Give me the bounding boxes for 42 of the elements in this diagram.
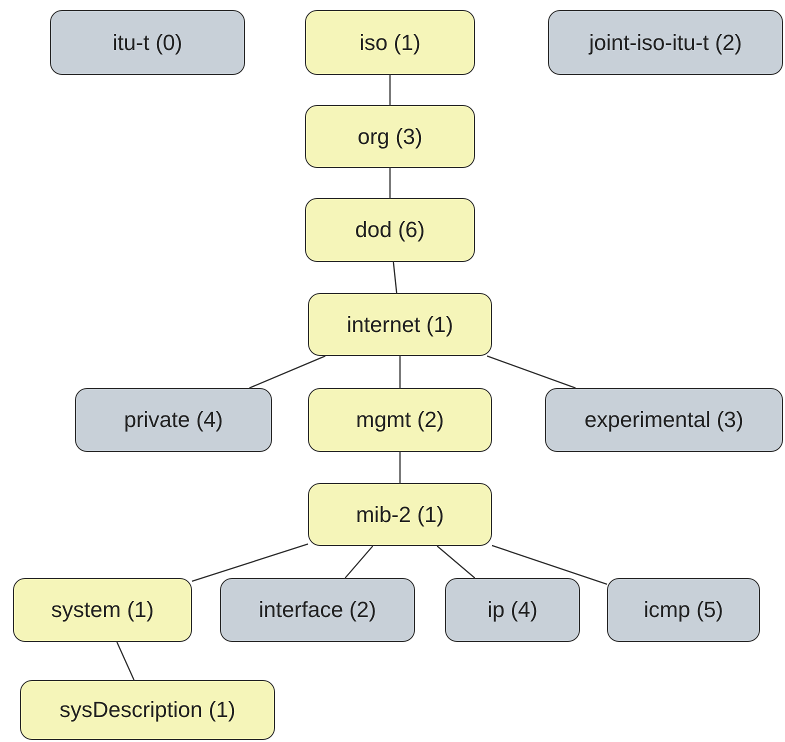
connector-line: [389, 75, 391, 105]
node-label: internet (1): [346, 312, 454, 338]
node-label: experimental (3): [584, 407, 744, 433]
node-label: joint-iso-itu-t (2): [589, 30, 742, 56]
node-label: icmp (5): [644, 597, 724, 623]
connector-line: [389, 168, 391, 198]
tree-node-box: [548, 10, 783, 75]
node-label: dod (6): [355, 217, 425, 243]
connector-line: [116, 642, 135, 680]
tree-node-box: [308, 293, 492, 356]
node-label: system (1): [51, 597, 154, 623]
node-label: mgmt (2): [356, 407, 444, 433]
node-label: private (4): [124, 407, 224, 433]
connector-line: [399, 452, 401, 483]
tree-node-box: [50, 10, 245, 75]
tree-node-box: [308, 388, 492, 452]
node-label: interface (2): [258, 597, 376, 623]
node-label: iso (1): [359, 30, 421, 56]
tree-node-box: [308, 483, 492, 546]
tree-node-box: [305, 10, 475, 75]
tree-node-box: [220, 578, 415, 642]
node-label: ip (4): [487, 597, 538, 623]
node-label: sysDescription (1): [59, 697, 236, 723]
tree-node-box: [545, 388, 783, 452]
tree-node-box: [305, 105, 475, 168]
node-label: mib-2 (1): [356, 502, 444, 528]
tree-node-box: [607, 578, 760, 642]
connector-line: [344, 546, 374, 578]
tree-node-box: [75, 388, 272, 452]
tree-node-box: [305, 198, 475, 262]
node-label: org (3): [358, 124, 422, 150]
connector-line: [192, 543, 308, 582]
connector-line: [492, 544, 608, 585]
connector-line: [399, 356, 401, 388]
tree-node-box: [13, 578, 192, 642]
connector-line: [436, 546, 476, 578]
tree-node-box: [445, 578, 580, 642]
connector-line: [249, 355, 326, 389]
node-label: itu-t (0): [112, 30, 182, 56]
connector-line: [392, 262, 398, 294]
tree-node-box: [20, 680, 275, 740]
connector-line: [486, 355, 576, 389]
